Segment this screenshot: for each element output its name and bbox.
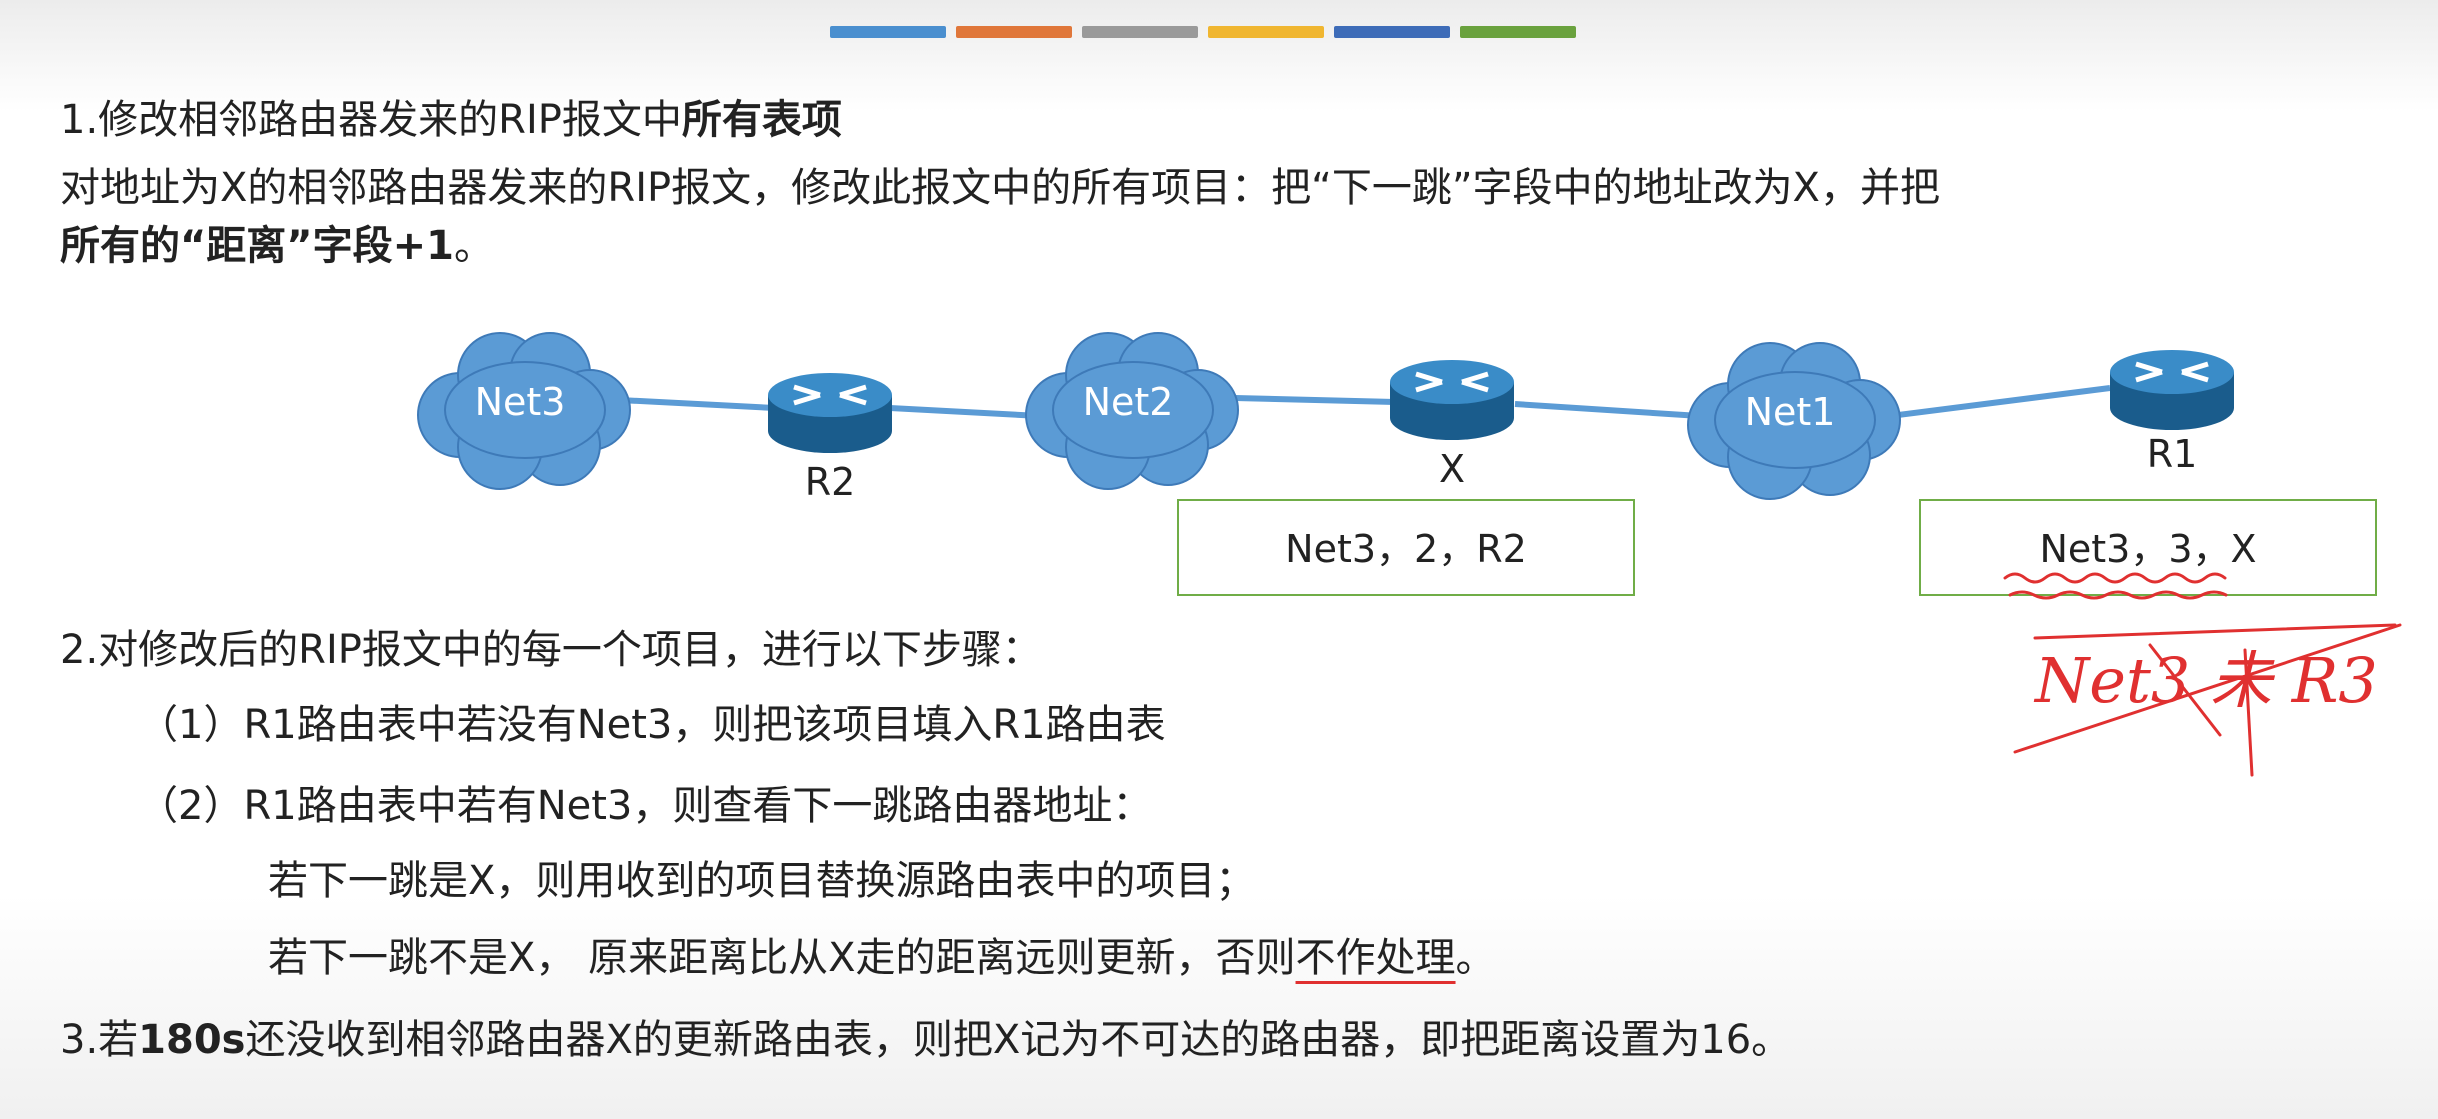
section1-desc-end: 。: [453, 223, 494, 269]
strike-line-3: [2148, 643, 2222, 737]
r1-label: R1: [2147, 432, 2198, 476]
color-bar-segment: [830, 26, 946, 38]
section2-sub2-underlined: 不作处理: [1295, 935, 1456, 981]
entry-box-r1-text: Net3，3，X: [2039, 527, 2256, 571]
squiggle-underline-2: [2008, 590, 2228, 600]
link-net3-r2: [619, 397, 776, 411]
link-net1-r1: [1889, 385, 2111, 419]
section3-bold: 180s: [138, 1017, 246, 1063]
squiggle-underline: [2003, 572, 2227, 584]
section1-title-bold: 所有表项: [681, 97, 842, 143]
link-x-net1: [1514, 401, 1701, 419]
color-bar: [830, 26, 1576, 38]
section1-desc-bold: 所有的“距离”字段+1: [60, 223, 454, 269]
strike-line-1: [2033, 623, 2397, 640]
router-r1: R1: [2110, 350, 2234, 476]
section1-desc-line2: 所有的“距离”字段+1。: [60, 218, 494, 274]
section1-desc-line1: 对地址为X的相邻路由器发来的RIP报文，修改此报文中的所有项目：把“下一跳”字段…: [60, 165, 1940, 211]
cloud-net3: Net3: [417, 332, 631, 490]
link-r2-net2: [889, 405, 1041, 419]
entry-box-x-text: Net3，2，R2: [1285, 527, 1527, 571]
section3: 3.若180s还没收到相邻路由器X的更新路由表，则把X记为不可达的路由器，即把距…: [60, 1012, 1791, 1068]
section2-sub2-text: 若下一跳不是X， 原来距离比从X走的距离远则更新，否则: [268, 935, 1296, 981]
strike-line-4: [2243, 648, 2254, 777]
strike-line-2: [2013, 623, 2402, 754]
cloud-net1: Net1: [1687, 342, 1901, 500]
link-net2-x: [1234, 395, 1396, 405]
color-bar-segment: [1082, 26, 1198, 38]
links: [619, 385, 2111, 419]
color-bar-segment: [1334, 26, 1450, 38]
net2-label: Net2: [1083, 380, 1174, 424]
net1-label: Net1: [1745, 390, 1836, 434]
section1-title-text: 1.修改相邻路由器发来的RIP报文中: [60, 97, 682, 143]
color-bar-segment: [1208, 26, 1324, 38]
cloud-net2: Net2: [1025, 332, 1239, 490]
r2-label: R2: [805, 460, 856, 504]
router-x: X: [1390, 360, 1514, 491]
section2-sub2-end: 。: [1455, 935, 1496, 981]
color-bar-segment: [1460, 26, 1576, 38]
section2-sub1: 若下一跳是X，则用收到的项目替换源路由表中的项目；: [268, 858, 1256, 904]
color-bar-segment: [956, 26, 1072, 38]
x-label: X: [1439, 447, 1465, 491]
section2-step1: （1）R1路由表中若没有Net3，则把该项目填入R1路由表: [138, 702, 1166, 748]
net3-label: Net3: [475, 380, 566, 424]
section3-prefix: 3.若: [60, 1017, 139, 1063]
section3-rest: 还没收到相邻路由器X的更新路由表，则把X记为不可达的路由器，即把距离设置为16。: [245, 1017, 1792, 1063]
entry-box-x: Net3，2，R2: [1177, 499, 1635, 596]
section2-step2: （2）R1路由表中若有Net3，则查看下一跳路由器地址：: [138, 783, 1153, 829]
section2-sub2: 若下一跳不是X， 原来距离比从X走的距离远则更新，否则不作处理。: [268, 930, 1496, 986]
section2-title: 2.对修改后的RIP报文中的每一个项目，进行以下步骤：: [60, 627, 1042, 673]
handwritten-note: Net3 未 R3: [2033, 644, 2378, 717]
router-r2: R2: [768, 373, 892, 504]
section1-title: 1.修改相邻路由器发来的RIP报文中所有表项: [60, 92, 842, 148]
ink-annotations: [2003, 572, 2402, 777]
